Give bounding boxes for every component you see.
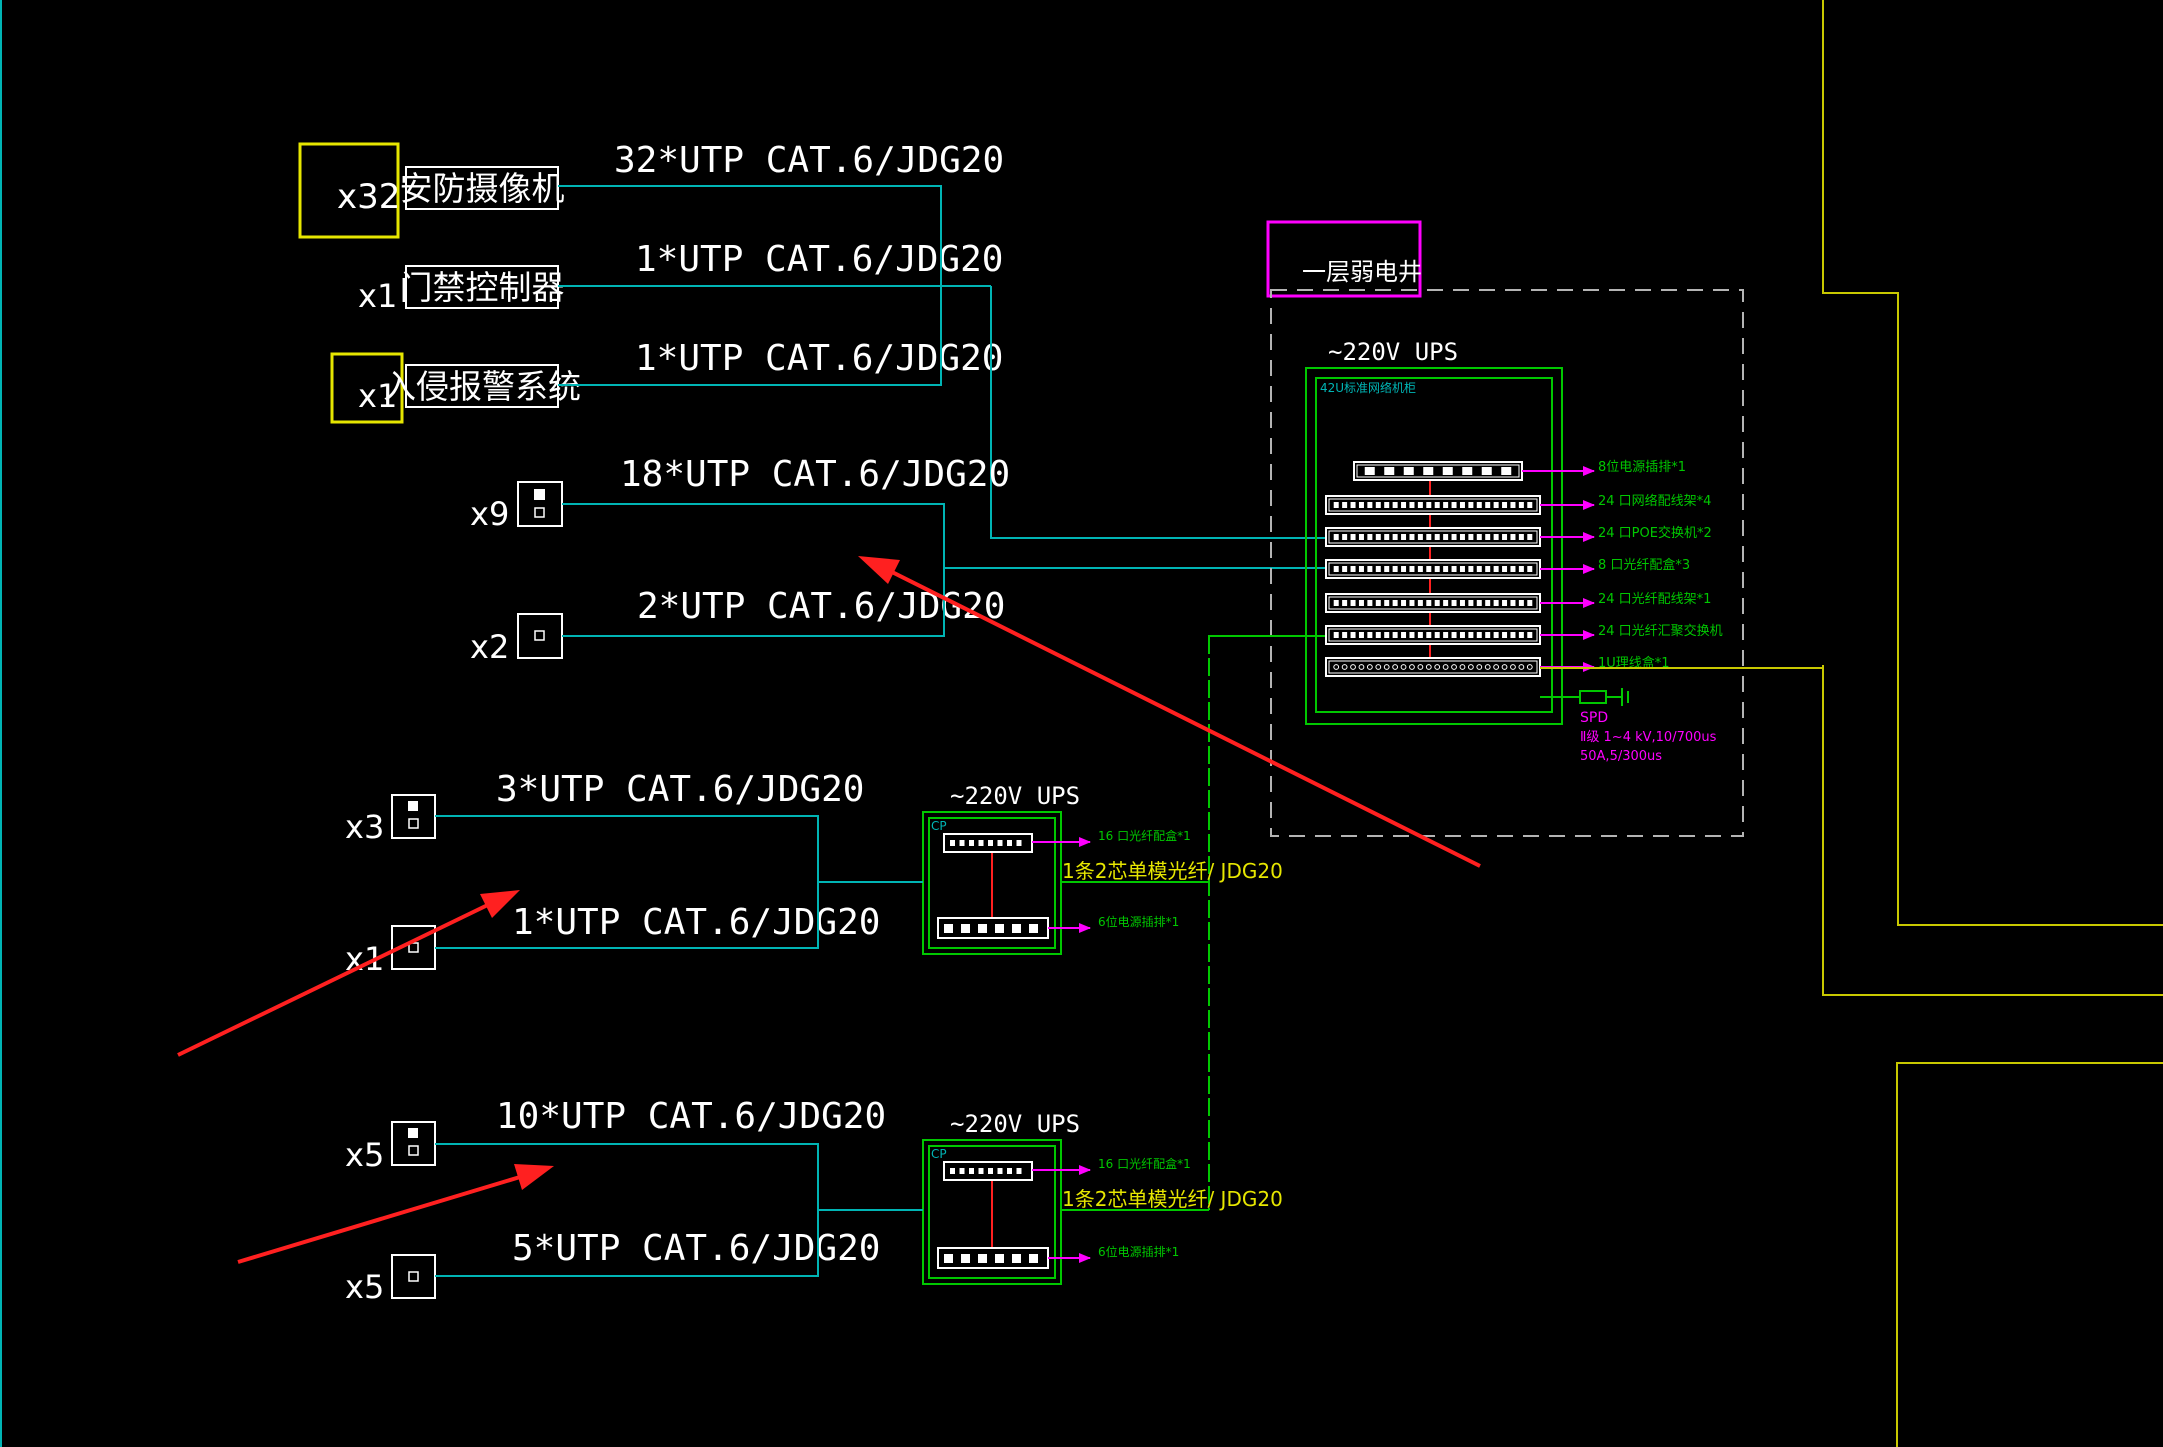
outlet-x2-cable-label: 2*UTP CAT.6/JDG20 xyxy=(637,586,1005,627)
spd-label: SPD xyxy=(1580,710,1608,726)
camera-label: 安防摄像机 xyxy=(400,169,565,208)
network-cabinet xyxy=(1305,367,1563,725)
access-cable-label: 1*UTP CAT.6/JDG20 xyxy=(635,239,1003,280)
alarm-count: x1 xyxy=(358,377,397,415)
cp2-cables xyxy=(435,1143,923,1277)
outlet-x5-dual-cable-label: 10*UTP CAT.6/JDG20 xyxy=(496,1096,886,1137)
spd: SPD Ⅱ级 1~4 kV,10/700us 50A,5/300us xyxy=(1540,688,1717,764)
outlet-count-x2: x2 xyxy=(470,628,509,666)
middle-cables xyxy=(562,503,1325,637)
single-outlet-icon xyxy=(517,613,563,659)
building-outline xyxy=(1822,0,2163,1447)
cp2-label: CP xyxy=(931,1147,947,1161)
item-label: 24 口光纤汇聚交换机 xyxy=(1598,623,1723,639)
item-label: 24 口光纤配线架*1 xyxy=(1598,592,1711,607)
cabinet-item-labels: 8位电源插排*1 24 口网络配线架*4 24 口POE交换机*2 8 口光纤配… xyxy=(1598,460,1723,671)
outlet-count-x3: x3 xyxy=(345,808,384,846)
cp1-cables xyxy=(435,815,923,949)
cp2-ups-label: ~220V UPS xyxy=(950,1110,1080,1138)
camera-box xyxy=(405,166,559,210)
cp2-item2: 6位电源插排*1 xyxy=(1098,1244,1179,1259)
red-annotation-arrows xyxy=(177,556,1481,1264)
cabinet-panels xyxy=(1325,461,1595,677)
cp1-fiber-label: 1条2芯单模光纤/ JDG20 xyxy=(1062,859,1283,883)
item-label: 8位电源插排*1 xyxy=(1598,460,1686,475)
top-cables xyxy=(558,185,1325,539)
shaft-boundary xyxy=(1270,289,1744,837)
outlet-count-x9: x9 xyxy=(470,495,509,533)
camera-count: x32 xyxy=(337,177,400,217)
shaft-label: 一层弱电井 xyxy=(1302,258,1422,286)
alarm-count-box xyxy=(330,352,404,424)
spd-spec-1: Ⅱ级 1~4 kV,10/700us xyxy=(1580,730,1717,745)
access-count: x1 xyxy=(358,277,397,315)
item-label: 8 口光纤配盒*3 xyxy=(1598,557,1690,573)
outlet-x3-cable-label: 3*UTP CAT.6/JDG20 xyxy=(496,769,864,810)
single-outlet-icon xyxy=(391,1254,436,1299)
cp1-ups-label: ~220V UPS xyxy=(950,782,1080,810)
shaft-label-box xyxy=(1266,220,1422,298)
outlet-x9-cable-label: 18*UTP CAT.6/JDG20 xyxy=(620,454,1010,495)
alarm-label: 入侵报警系统 xyxy=(383,367,581,406)
outlet-x1-cable-label: 1*UTP CAT.6/JDG20 xyxy=(512,902,880,943)
outlet-count-x5-single: x5 xyxy=(345,1268,384,1306)
outlet-count-x5-dual: x5 xyxy=(345,1136,384,1174)
alarm-cable-label: 1*UTP CAT.6/JDG20 xyxy=(635,338,1003,379)
shaft-ups-label: ~220V UPS xyxy=(1328,338,1458,366)
access-label: 门禁控制器 xyxy=(400,268,565,307)
camera-cable-label: 32*UTP CAT.6/JDG20 xyxy=(614,140,1004,181)
fiber-backbone xyxy=(1208,635,1325,1210)
item-label: 24 口网络配线架*4 xyxy=(1598,493,1711,509)
cp1-item1: 16 口光纤配盒*1 xyxy=(1098,828,1191,843)
spd-spec-2: 50A,5/300us xyxy=(1580,749,1662,764)
cp2-item1: 16 口光纤配盒*1 xyxy=(1098,1156,1191,1171)
cabinet-label: 42U标准网络机柜 xyxy=(1320,380,1416,395)
cp1-item2: 6位电源插排*1 xyxy=(1098,914,1179,929)
outlet-x5-single-cable-label: 5*UTP CAT.6/JDG20 xyxy=(512,1228,880,1269)
cp2-box xyxy=(922,1139,1062,1285)
cp1-label: CP xyxy=(931,819,947,833)
dual-outlet-icon xyxy=(517,481,563,527)
item-label: 24 口POE交换机*2 xyxy=(1598,525,1712,541)
cp2-fiber-label: 1条2芯单模光纤/ JDG20 xyxy=(1062,1187,1283,1211)
camera-count-box xyxy=(298,142,400,239)
